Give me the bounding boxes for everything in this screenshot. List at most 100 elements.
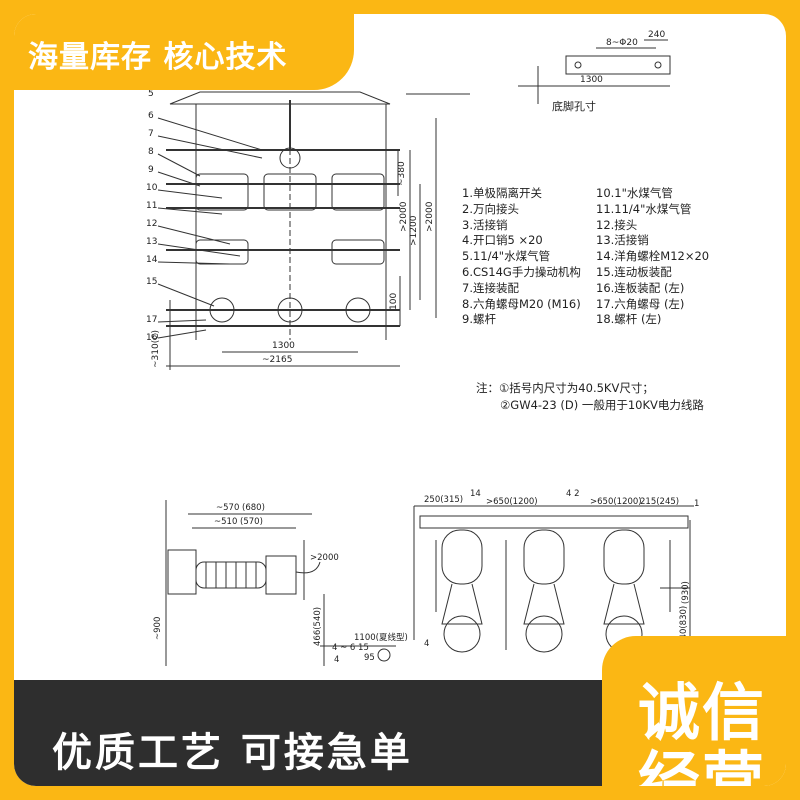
legend-item-1: 1.单极隔离开关 (462, 186, 542, 200)
callout-8: 8 (148, 147, 154, 157)
br-dim-4: 4 (424, 639, 429, 649)
legend-item-7: 7.连接装配 (462, 280, 519, 295)
legend-item-11: 11.11/4"水煤气管 (596, 201, 692, 216)
callout-15: 15 (146, 277, 157, 287)
dim-2000b: >2000 (425, 201, 435, 232)
br-dim-930: (930) (681, 581, 691, 604)
notes: 注：①括号内尺寸为40.5KV尺寸； ②GW4-23 (D) 一般用于10KV电… (476, 380, 704, 414)
bl-dim-900: ~900 (153, 617, 163, 640)
base-plate (565, 55, 671, 75)
leader-3 (157, 153, 201, 177)
content-frame: 5 6 7 8 9 10 11 12 13 14 15 17 16 1300 ~… (14, 14, 786, 786)
technical-drawing: 5 6 7 8 9 10 11 12 13 14 15 17 16 1300 ~… (146, 30, 699, 666)
insulator-block-2 (263, 173, 317, 211)
leader-7 (157, 225, 231, 245)
dim-2000a: >2000 (399, 201, 409, 232)
bl-operating-box (167, 549, 197, 595)
br-crossbar (419, 515, 689, 529)
br-dim-14: 14 (470, 489, 481, 499)
legend-item-16: 16.连板装配 (左) (596, 280, 685, 295)
legend-item-5: 5.11/4"水煤气管 (462, 249, 551, 264)
callout-13: 13 (146, 237, 157, 247)
insulator-block-5 (331, 239, 385, 265)
base-caption: 底脚孔寸 (552, 99, 596, 113)
top-callout-labels: 5 6 7 8 9 10 11 12 13 14 15 17 16 1300 ~… (146, 89, 435, 368)
pivot-3 (345, 297, 371, 323)
bl-ground-fitting (377, 648, 391, 662)
top-mechanism (169, 91, 391, 105)
leader-12 (157, 329, 207, 339)
callout-12: 12 (146, 219, 157, 229)
pivot-2 (277, 297, 303, 323)
bottom-right-labels: 250(315) 14 >650(1200) 4 2 >650(1200) 21… (424, 489, 699, 652)
pivot-1 (209, 297, 235, 323)
base-detail-drawing (518, 39, 671, 104)
br-dim-650b: >650(1200) (590, 497, 642, 507)
base-hole-1 (574, 61, 582, 69)
leader-9 (157, 261, 231, 265)
header-text: 海量库存 核心技术 (28, 40, 288, 75)
badge: 诚信 经营 (602, 636, 786, 786)
base-holes-label: 8~Φ20 (606, 38, 638, 48)
bl-dim-2000: >2000 (310, 553, 339, 563)
br-pole-bodies (441, 583, 645, 625)
leader-5 (157, 189, 223, 199)
br-dim-250: 250(315) (424, 495, 463, 505)
dim-100: 100 (389, 293, 399, 310)
legend-item-15: 15.连动板装配 (596, 264, 672, 279)
bl-dim-4: 4 (334, 655, 339, 665)
bl-dim-4-6: 4 ~ 6 15 (332, 643, 369, 653)
bottom-banner-text: 优质工艺 可接急单 (52, 730, 413, 776)
br-dim-42: 4 2 (566, 489, 580, 499)
leader-4 (157, 171, 201, 187)
legend-item-6: 6.CS14G手力操动机构 (462, 264, 581, 279)
bl-dim-570: ~570 (680) (216, 503, 265, 513)
base-detail-labels: 8~Φ20 240 1300 底脚孔寸 (552, 30, 665, 113)
legend-item-9: 9.螺杆 (462, 312, 496, 327)
dim-1200: >1200 (409, 215, 419, 246)
legend-item-3: 3.活接销 (462, 217, 508, 232)
callout-5: 5 (148, 89, 154, 99)
dim-1300: 1300 (272, 341, 295, 351)
header-tag: 海量库存 核心技术 (14, 14, 354, 90)
bottom-left-drawing (165, 500, 396, 666)
legend-item-4: 4.开口销5 ×20 (462, 233, 543, 248)
legend-right: 10.1"水煤气管 11.11/4"水煤气管 12.接头 13.活接销 14.洋… (596, 186, 709, 328)
legend-item-14: 14.洋角螺栓M12×20 (596, 249, 710, 264)
br-pole-1-head (441, 529, 483, 585)
bl-blade-block (265, 555, 297, 595)
base-hole-2 (654, 61, 662, 69)
insulator-block-1 (195, 173, 249, 211)
bl-dim-1100: 1100(夏线型) (354, 632, 408, 643)
note-1: 注：①括号内尺寸为40.5KV尺寸； (476, 381, 654, 395)
dim-380: ~380 (397, 161, 407, 186)
leader-8 (157, 243, 241, 257)
br-pole-2-base (525, 615, 563, 653)
callout-17: 17 (146, 315, 157, 325)
base-1300-label: 1300 (580, 75, 603, 85)
badge-line-1: 诚信 (638, 676, 767, 749)
note-2: ②GW4-23 (D) 一般用于10KV电力线路 (500, 398, 704, 412)
leader-1 (157, 117, 263, 151)
bl-dim-466: 466(540) (313, 607, 323, 646)
legend-item-12: 12.接头 (596, 217, 638, 232)
callout-14: 14 (146, 255, 158, 265)
callout-16: 16 (146, 333, 158, 343)
br-dim-650a: >650(1200) (486, 497, 538, 507)
bl-dim-95: 95 (364, 653, 375, 663)
leader-10 (157, 283, 215, 307)
callout-9: 9 (148, 165, 154, 175)
base-240-label: 240 (648, 30, 665, 40)
br-pole-3-head (603, 529, 645, 585)
callout-11: 11 (146, 201, 157, 211)
callout-7: 7 (148, 129, 154, 139)
legend-item-10: 10.1"水煤气管 (596, 186, 673, 200)
dim-2165: ~2165 (262, 355, 292, 365)
br-dim-640: ~640(830) (679, 606, 689, 652)
bl-dim-510: ~510 (570) (214, 517, 263, 527)
bl-insulator-sheds (205, 562, 257, 588)
leader-11 (157, 319, 207, 323)
callout-10: 10 (146, 183, 158, 193)
br-pole-2-head (523, 529, 565, 585)
